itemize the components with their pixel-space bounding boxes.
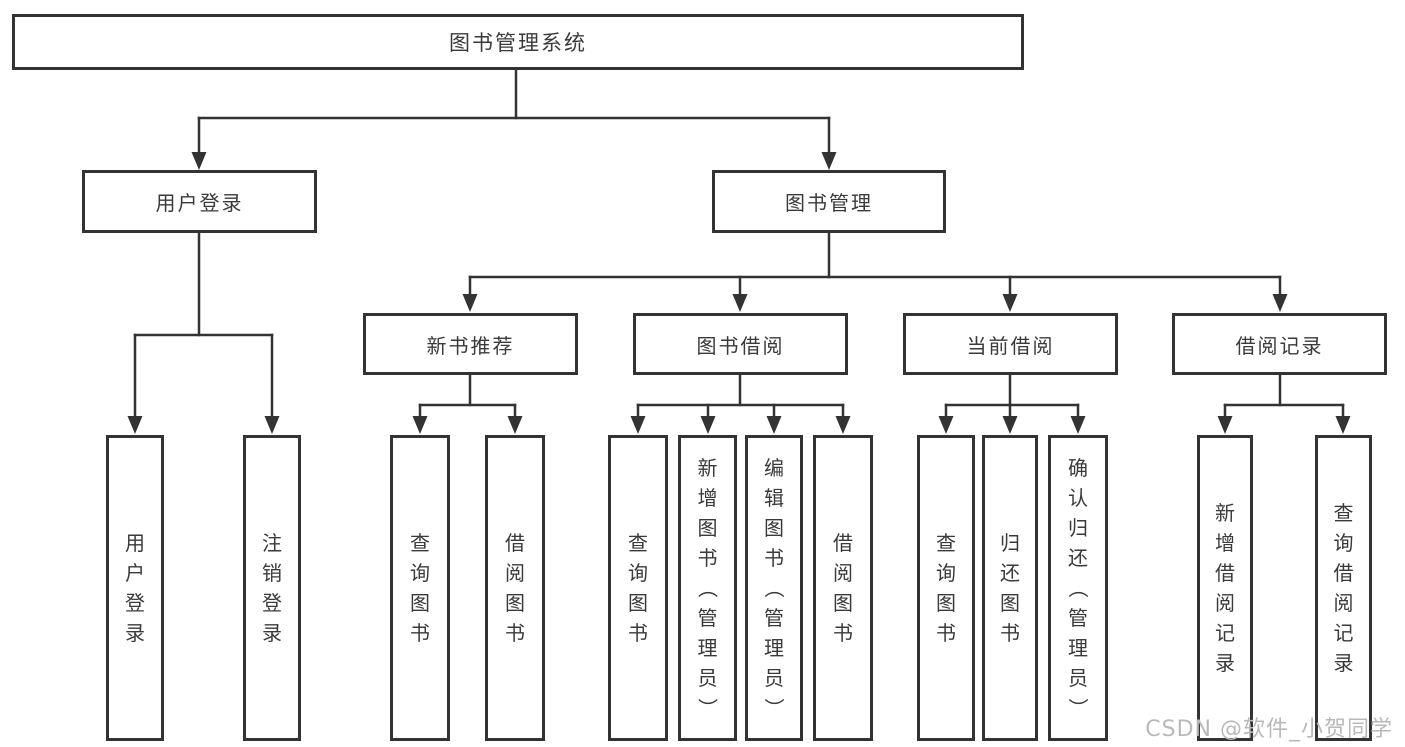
leaf-label: 查询图书 [936, 531, 956, 645]
node-book-management: 图书管理 [712, 170, 946, 233]
leaf-query-books: 查询图书 [390, 435, 450, 741]
leaf-query-books: 查询图书 [917, 435, 975, 741]
leaf-label: 编辑图书（管理员） [762, 456, 786, 718]
leaf-query-books: 查询图书 [608, 435, 668, 741]
leaf-label: 用户登录 [125, 531, 145, 645]
node-new-book-recommendation: 新书推荐 [363, 313, 578, 375]
leaf-add-books-admin: 新增图书（管理员） [678, 435, 737, 741]
leaf-label: 归还图书 [1000, 531, 1020, 645]
leaf-label: 确认归还（管理员） [1066, 456, 1090, 718]
node-current-borrowing: 当前借阅 [903, 313, 1118, 375]
leaf-label: 借阅图书 [505, 531, 525, 645]
leaf-add-borrow-record: 新增借阅记录 [1197, 435, 1253, 741]
node-library-management-system: 图书管理系统 [12, 14, 1024, 70]
leaf-label: 借阅图书 [833, 531, 853, 645]
leaf-label: 新增图书（管理员） [695, 456, 720, 718]
leaf-label: 查询借阅记录 [1333, 501, 1354, 675]
leaf-label: 注销登录 [262, 531, 282, 645]
node-book-borrowing: 图书借阅 [633, 313, 848, 375]
csdn-watermark: CSDN @软件_小贺同学 [1145, 717, 1393, 742]
leaf-confirm-return-admin: 确认归还（管理员） [1048, 435, 1108, 741]
node-borrowing-records: 借阅记录 [1172, 313, 1387, 375]
leaf-user-login: 用户登录 [106, 435, 164, 741]
leaf-return-books: 归还图书 [982, 435, 1038, 741]
leaf-logout: 注销登录 [243, 435, 301, 741]
node-user-login: 用户登录 [82, 170, 317, 233]
leaf-borrow-books: 借阅图书 [485, 435, 545, 741]
leaf-label: 查询图书 [410, 531, 430, 645]
leaf-label: 新增借阅记录 [1215, 501, 1235, 675]
leaf-borrow-books: 借阅图书 [813, 435, 873, 741]
leaf-edit-books-admin: 编辑图书（管理员） [745, 435, 803, 741]
leaf-label: 查询图书 [628, 531, 648, 645]
leaf-query-borrow-record: 查询借阅记录 [1315, 435, 1372, 741]
